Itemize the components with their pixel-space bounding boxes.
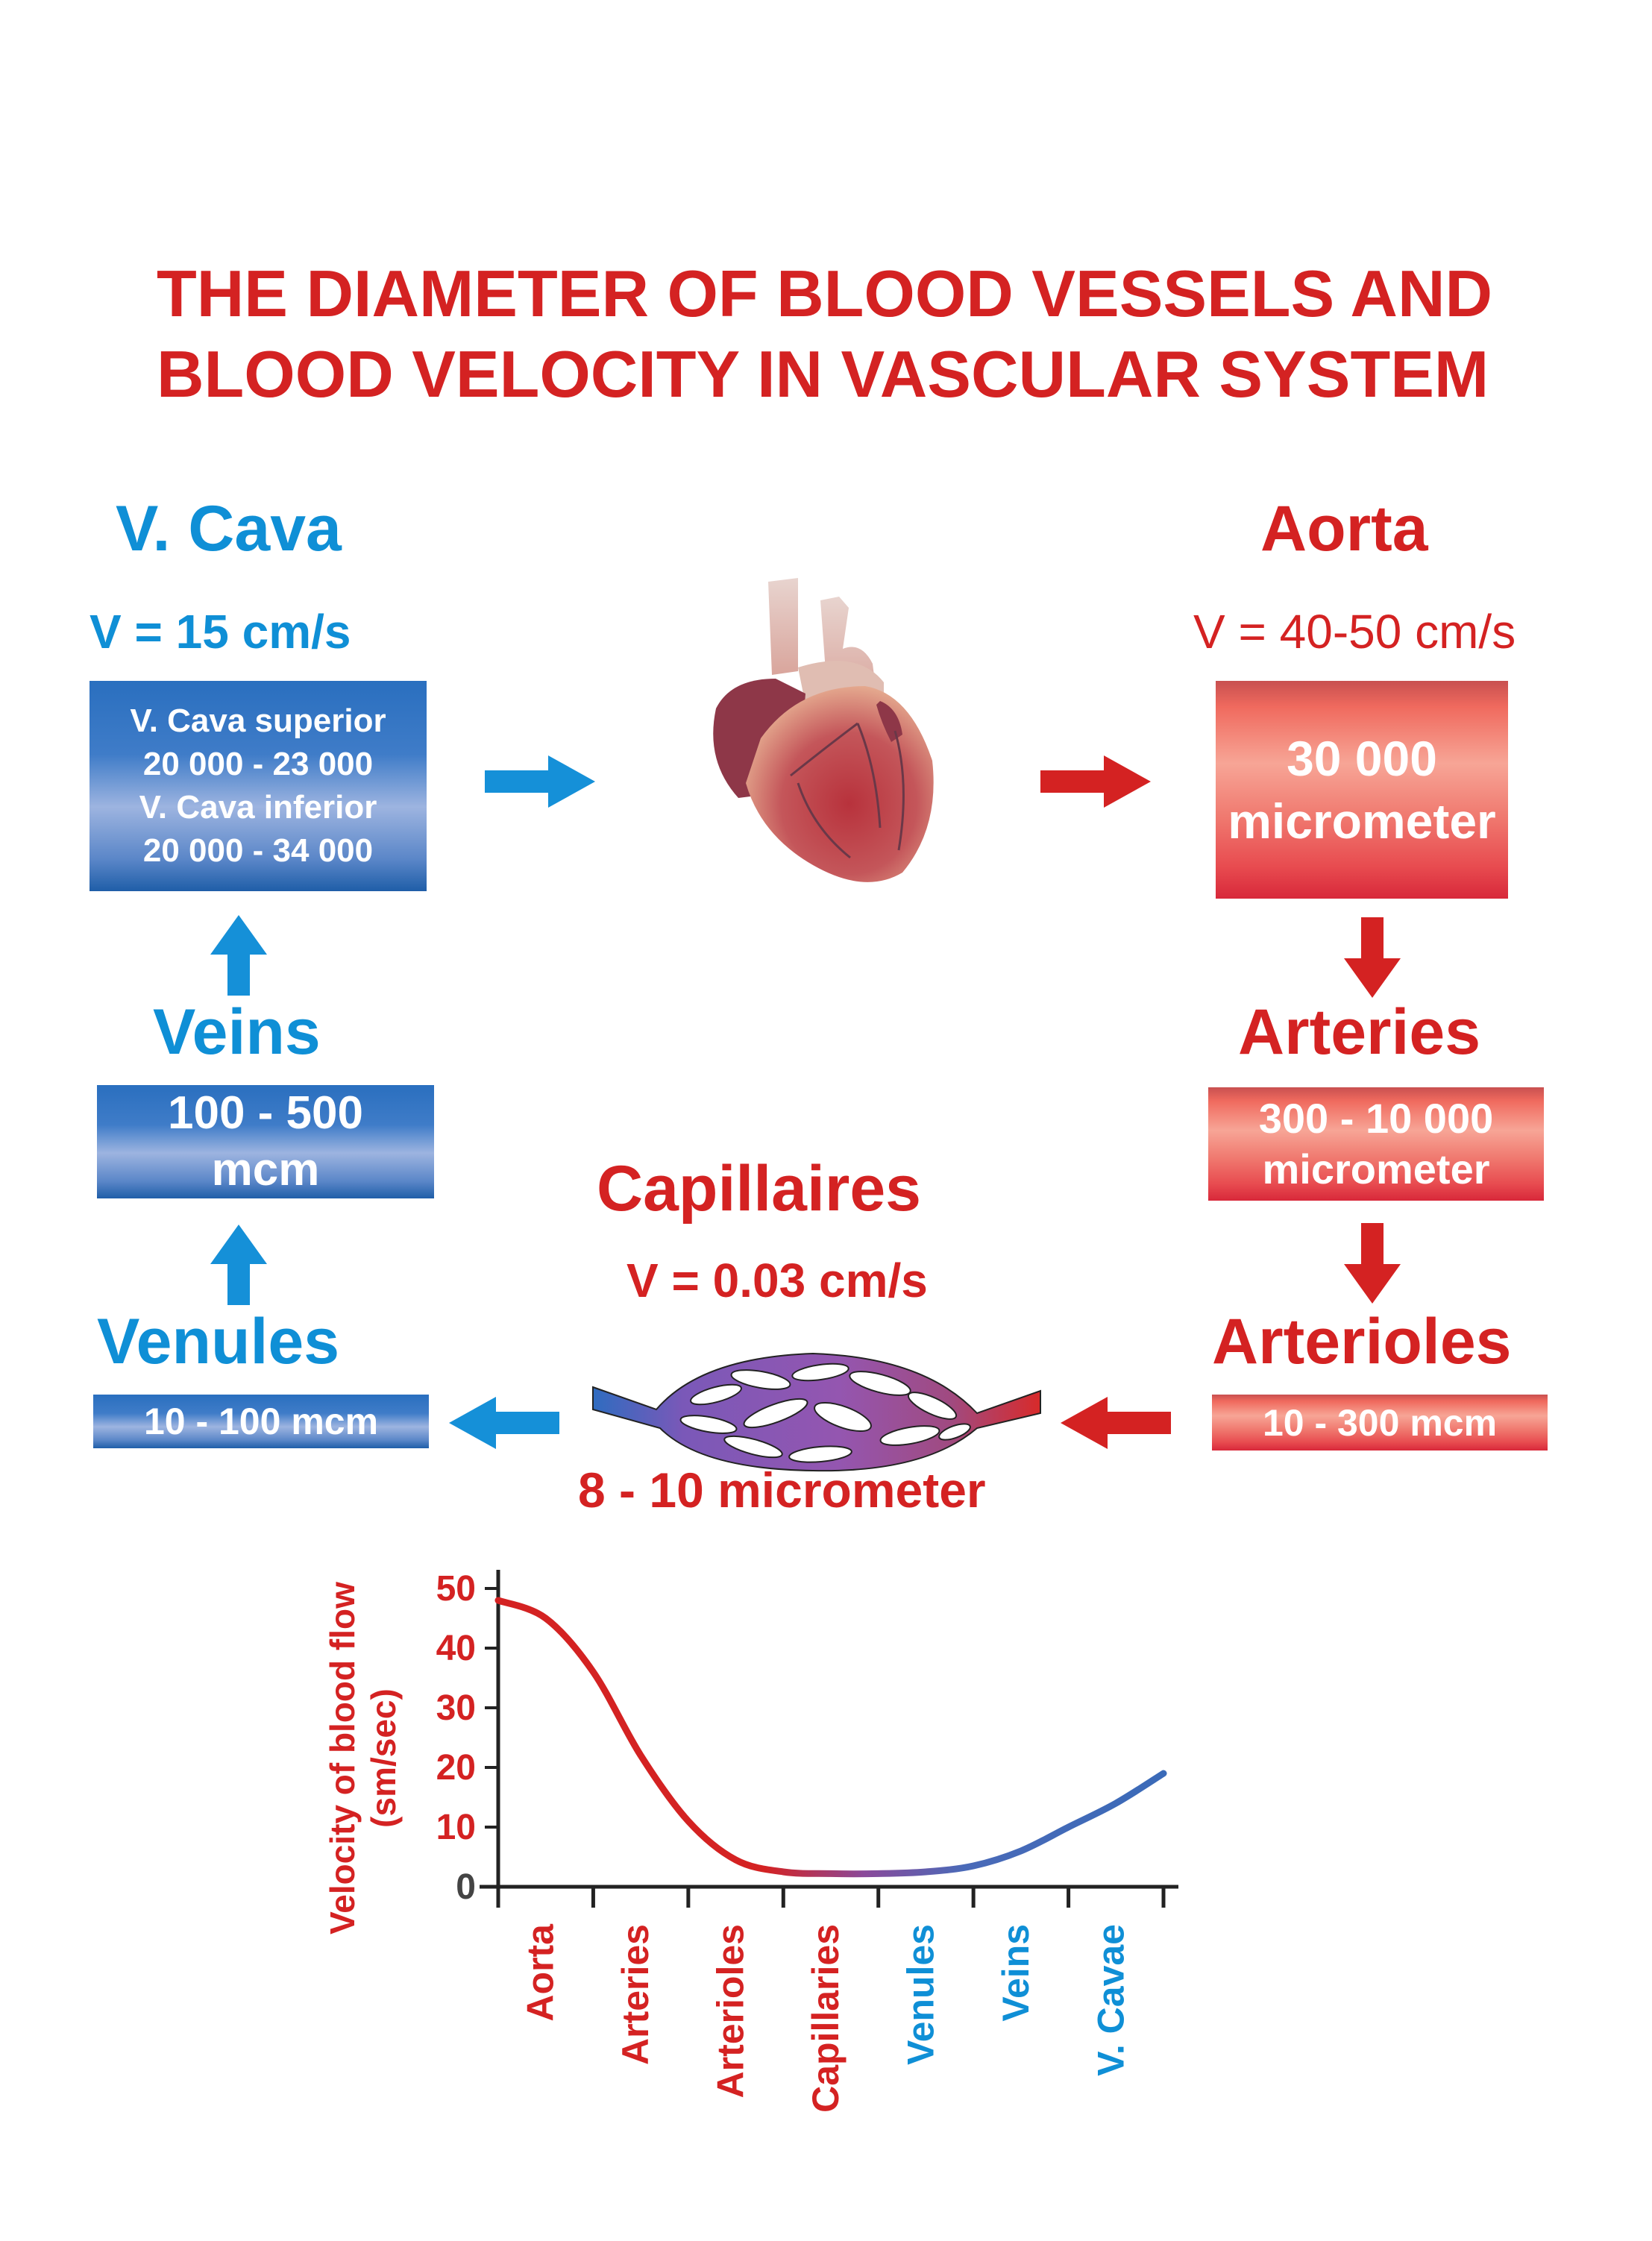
venules-diameter: 10 - 100 mcm [143,1401,379,1442]
capillaries-label: Capillaires [597,1153,921,1225]
vena-cava-superior-label: V. Cava superior [130,703,386,739]
heart-icon [713,578,934,882]
x-category-label: V. Cavae [1090,1924,1131,2076]
x-category-label: Veins [995,1924,1037,2022]
aorta-diameter-unit: micrometer [1228,793,1496,849]
veins-diameter-unit: mcm [211,1144,320,1195]
vena-cava-label: V. Cava [116,493,342,565]
arrow-down-red-icon [1344,1223,1401,1304]
arrow-up-blue-icon [210,1225,267,1305]
arterioles-label: Arterioles [1212,1306,1512,1377]
x-category-label: Capillaries [805,1924,847,2113]
arrow-left-red-icon [1061,1397,1171,1449]
y-tick-label: 10 [436,1808,476,1847]
vena-cava-velocity: V = 15 cm/s [89,605,351,659]
page-title: THE DIAMETER OF BLOOD VESSELS AND BLOOD … [157,254,1492,415]
aorta-diameter-value: 30 000 [1287,731,1437,786]
velocity-line [494,1597,1167,1878]
arrow-down-red-icon [1344,917,1401,998]
vena-cava-superior-range: 20 000 - 23 000 [142,746,374,782]
x-category-label: Aorta [520,1923,562,2022]
vena-cava-diameter-box: V. Cava superior 20 000 - 23 000 V. Cava… [89,681,427,891]
arrow-right-blue-icon [485,755,595,808]
y-tick-label: 0 [456,1867,476,1907]
veins-label: Veins [153,996,321,1068]
aorta-label: Aorta [1260,493,1428,565]
capillaries-diameter: 8 - 10 micrometer [578,1462,986,1518]
arteries-diameter-unit: micrometer [1262,1145,1490,1192]
arteries-label: Arteries [1238,996,1481,1068]
y-tick-label: 30 [436,1688,476,1728]
title-line-2: BLOOD VELOCITY IN VASCULAR SYSTEM [157,337,1489,411]
y-tick-label: 50 [436,1569,476,1609]
vena-cava-inferior-range: 20 000 - 34 000 [142,832,374,869]
y-tick-label: 20 [436,1748,476,1788]
aorta-velocity: V = 40-50 cm/s [1193,605,1516,659]
arteries-diameter-box: 300 - 10 000 micrometer [1208,1087,1544,1201]
arrow-up-blue-icon [210,915,267,996]
arrow-right-red-icon [1040,755,1151,808]
veins-diameter-value: 100 - 500 [168,1087,363,1139]
vena-cava-inferior-label: V. Cava inferior [139,789,377,826]
arteries-diameter-value: 300 - 10 000 [1258,1095,1494,1142]
capillary-network-icon [592,1352,1041,1472]
arrow-left-blue-icon [449,1397,559,1449]
y-tick-label: 40 [436,1629,476,1668]
arterioles-diameter: 10 - 300 mcm [1262,1401,1498,1444]
capillaries-velocity: V = 0.03 cm/s [626,1254,928,1307]
aorta-diameter-box: 30 000 micrometer [1216,681,1508,899]
x-category-label: Venules [899,1924,941,2065]
x-category-label: Arteries [615,1924,656,2065]
x-category-label: Arterioles [710,1924,752,2098]
venules-label: Venules [97,1306,340,1377]
venules-diameter-box: 10 - 100 mcm [93,1395,429,1448]
veins-diameter-box: 100 - 500 mcm [97,1085,434,1198]
y-axis-label: Velocity of blood flow(sm/sec) [323,1582,403,1934]
title-line-1: THE DIAMETER OF BLOOD VESSELS AND [157,257,1493,330]
arterioles-diameter-box: 10 - 300 mcm [1212,1395,1548,1450]
